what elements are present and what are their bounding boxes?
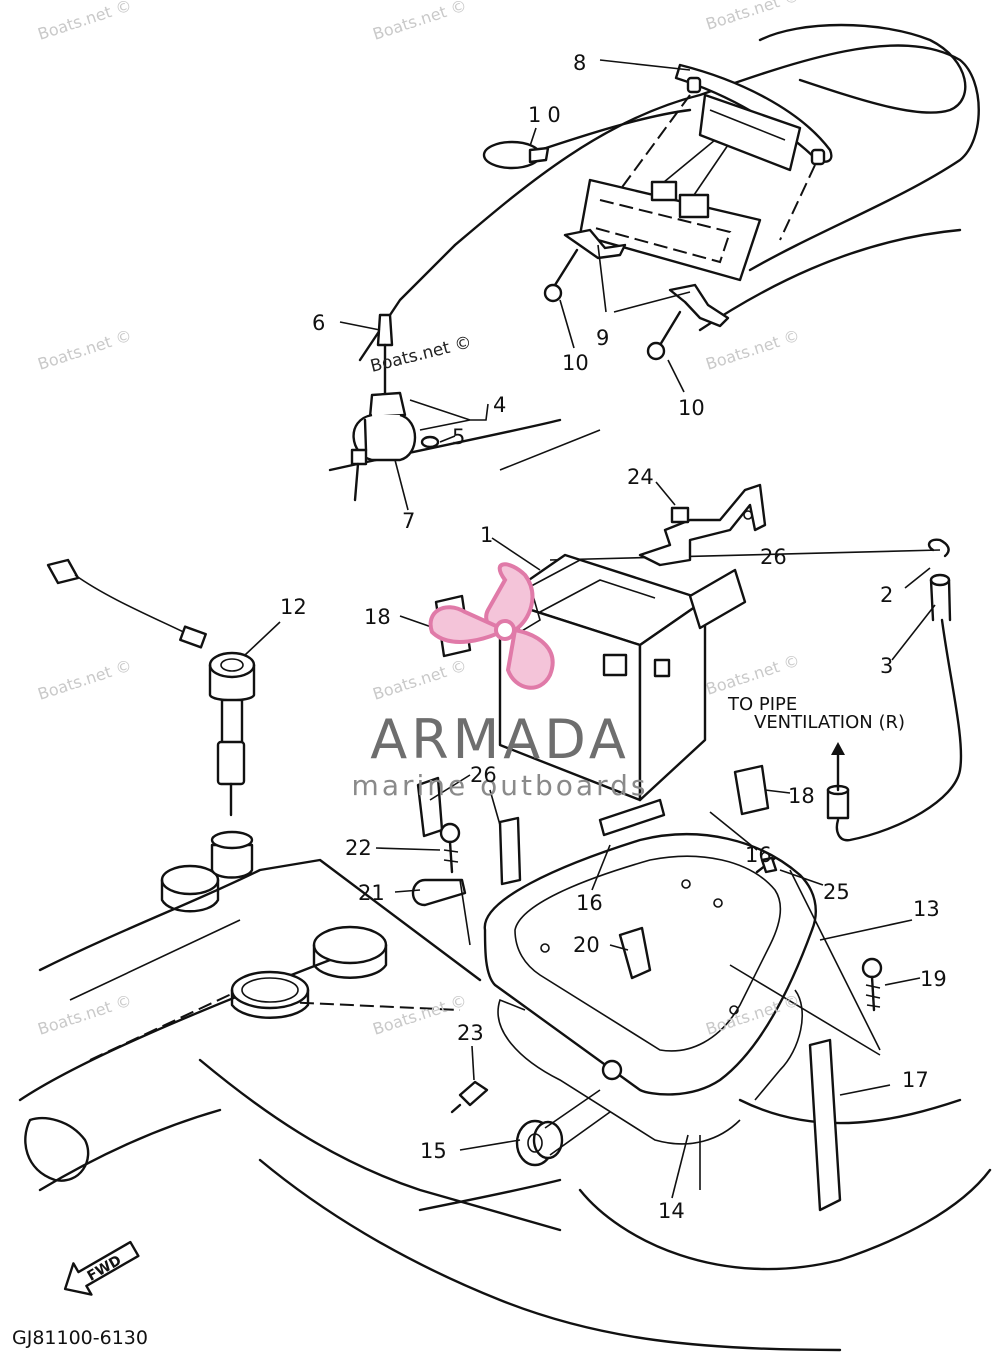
callout-label: 25 [823,880,850,904]
callout-label: 17 [902,1068,929,1092]
callout-label: 2 [880,583,893,607]
callout-label: 10 [528,103,567,127]
callout-label: 16 [745,843,772,867]
callout-label: 6 [312,311,325,335]
brand-watermark: ARMADA marine outboards [352,562,649,802]
note-line-1: TO PIPE [727,694,797,715]
callout-label: 14 [658,1199,685,1223]
fwd-arrow: FWD [63,1240,140,1296]
callout-label: 1 [480,523,493,547]
callout-labels: 8 10 9 10 10 6 4 5 7 1 24 26 2 3 12 18 1… [280,51,947,1223]
vent-hose [826,538,963,842]
callout-label: 12 [280,595,307,619]
callout-label: 18 [364,605,391,629]
watermark-text: Boats.net © [35,0,134,44]
watermark-text: Boats.net © [703,0,802,34]
callout-label: 5 [452,425,465,449]
callout-label: 16 [576,891,603,915]
hull-caps [160,864,388,1019]
grommet [515,1059,623,1167]
callout-label: 9 [596,326,609,350]
callout-label: 22 [345,836,372,860]
callout-label: 21 [358,881,385,905]
bracket [638,483,767,567]
brand-tagline: marine outboards [352,769,649,802]
callout-label: 7 [402,509,415,533]
callout-label: 8 [573,51,586,75]
callout-label: 19 [920,967,947,991]
callout-label: 24 [627,465,654,489]
watermark-text: Boats.net © [703,326,802,374]
callout-label: 20 [573,933,600,957]
callout-label: 10 [678,396,705,420]
switch-harness [46,558,256,879]
callout-label: 23 [457,1021,484,1045]
callout-label: 10 [562,351,589,375]
watermark-text: Boats.net © [370,991,469,1039]
watermark-text: Boats.net © [703,651,802,699]
part-code: GJ81100-6130 [12,1327,148,1349]
brackets-and-screws [543,228,730,361]
watermark-text: Boats.net © [370,0,469,44]
hull-outline [18,23,992,1352]
callout-label: 26 [760,545,787,569]
note-line-2: VENTILATION (R) [754,712,905,733]
fasteners [411,822,883,1114]
hose-clamp [482,140,550,170]
watermark-text: Boats.net © [35,656,134,704]
watermark-text: Boats.net © [370,656,469,704]
watermark-text: Boats.net © [35,326,134,374]
wire-holder-assembly [350,313,440,502]
callout-label: 4 [493,393,506,417]
brand-name: ARMADA [370,708,630,771]
callout-label: 15 [420,1139,447,1163]
callout-label: 26 [470,763,497,787]
tail-lamp-housing [619,63,833,241]
watermark-text: Boats.net © [35,991,134,1039]
vent-note: TO PIPE VENTILATION (R) [727,694,905,733]
battery-box [483,833,842,1212]
callout-label: 13 [913,897,940,921]
callout-label: 3 [880,654,893,678]
callout-label: 18 [788,784,815,808]
propeller-logo [428,562,555,690]
